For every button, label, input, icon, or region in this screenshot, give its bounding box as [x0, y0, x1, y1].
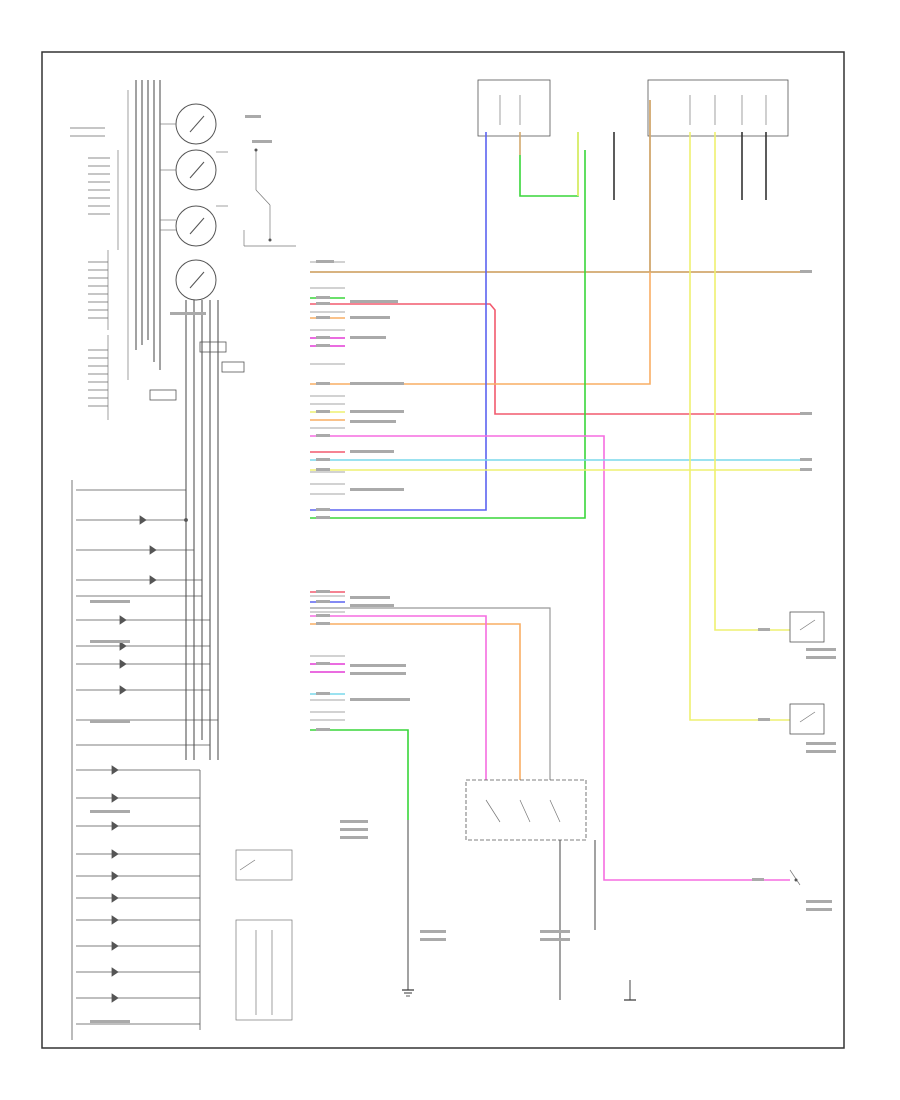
- wire-orange: [310, 272, 651, 780]
- combination-switch: [465, 779, 596, 1000]
- connector-top-right: [647, 79, 789, 137]
- wire-lower-grey: [310, 607, 551, 780]
- tachometer-gauge-icon: [175, 103, 217, 145]
- wire-pink: [310, 435, 790, 881]
- connector-pin-stubs: [310, 261, 345, 721]
- wire-lower-pink: [310, 615, 487, 780]
- fuel-gauge-icon: [175, 205, 217, 247]
- speedometer-gauge-icon: [175, 149, 217, 191]
- wire-lower-green: [310, 729, 409, 820]
- warning-lamp-block: [71, 480, 218, 1040]
- wire-yellow: [310, 132, 812, 721]
- wire-magenta-short: [310, 317, 345, 695]
- parking-brake-switch: [789, 703, 825, 735]
- ground-point: [402, 820, 636, 1001]
- brake-fluid-switch: [789, 611, 825, 643]
- wire-blue: [310, 132, 487, 511]
- instrument-cluster: [70, 80, 296, 760]
- faint-pin-labels: [90, 115, 836, 1023]
- diagram-frame: [41, 51, 845, 1049]
- wire-tan: [310, 100, 812, 273]
- connector-top-left: [477, 79, 551, 137]
- temperature-gauge-icon: [175, 259, 217, 301]
- lower-left-switch: [235, 849, 293, 1021]
- right-sensor: [789, 869, 801, 886]
- cluster-left-stubs: [70, 127, 110, 407]
- wire-red: [310, 303, 812, 415]
- upper-vertical-stubs: [519, 132, 767, 200]
